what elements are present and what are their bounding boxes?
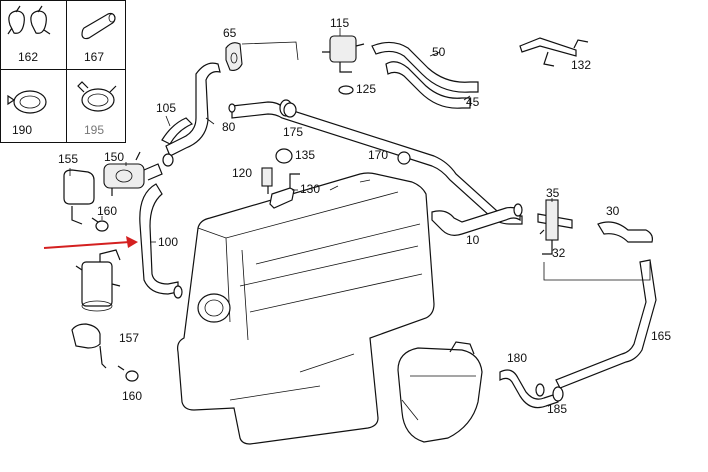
hose-10-drawing — [431, 206, 521, 236]
part-label-165: 165 — [651, 329, 672, 343]
bracket-132-drawing — [519, 37, 589, 67]
bracket-65-drawing — [225, 41, 299, 71]
part-label-132: 132 — [571, 58, 592, 72]
hose-clamp-195-icon — [77, 81, 117, 112]
legend-label-195: 195 — [84, 123, 105, 137]
part-label-155: 155 — [58, 152, 79, 166]
hose-80-drawing — [165, 62, 221, 157]
bracket-130-drawing — [269, 173, 300, 209]
fitting-170-drawing — [397, 151, 411, 165]
part-label-105: 105 — [156, 101, 177, 115]
bracket-155-drawing — [63, 169, 95, 225]
legend-cell-167 — [66, 0, 126, 71]
part-label-80: 80 — [222, 120, 236, 134]
fitting-175-drawing — [283, 102, 297, 118]
part-label-130: 130 — [300, 182, 321, 196]
legend-label-190: 190 — [12, 123, 33, 137]
hose-clamp-190-icon — [7, 90, 47, 114]
valve-115-drawing — [322, 35, 365, 95]
part-label-185: 185 — [547, 402, 568, 416]
part-label-157: 157 — [119, 331, 140, 345]
legend-label-167: 167 — [84, 50, 105, 64]
part-label-65: 65 — [223, 26, 237, 40]
bracket-157-drawing — [71, 323, 139, 382]
part-label-180: 180 — [507, 351, 528, 365]
hose-30-drawing — [597, 221, 653, 243]
part-label-150: 150 — [104, 150, 125, 164]
part-label-32: 32 — [552, 246, 566, 260]
part-label-10: 10 — [466, 233, 480, 247]
part-label-135: 135 — [295, 148, 316, 162]
pipe-165-drawing — [555, 259, 657, 389]
screw-160a-drawing — [91, 217, 109, 232]
part-label-175: 175 — [283, 125, 304, 139]
fitting-135-drawing — [275, 148, 293, 164]
part-label-160a: 160 — [97, 204, 118, 218]
part-label-45: 45 — [466, 95, 480, 109]
part-label-35: 35 — [546, 186, 560, 200]
pump-150-drawing — [103, 151, 163, 196]
part-label-125: 125 — [356, 82, 377, 96]
hose-clamp-162-icon — [7, 5, 51, 35]
reservoir-drawing — [397, 341, 483, 443]
leader-80 — [205, 117, 215, 125]
part-label-115: 115 — [330, 16, 350, 30]
hose-50-45-drawing — [371, 41, 479, 109]
leader-45 — [463, 95, 471, 101]
leader-50 — [429, 51, 441, 57]
part-label-170: 170 — [368, 148, 389, 162]
part-label-30: 30 — [606, 204, 620, 218]
legend-label-162: 162 — [18, 50, 39, 64]
hose-105-drawing — [161, 117, 194, 145]
auxiliary-pump-drawing — [75, 249, 121, 312]
engine-block-drawing — [177, 172, 435, 445]
part-label-100: 100 — [158, 235, 179, 249]
part-label-50: 50 — [432, 45, 446, 59]
red-arrow-icon — [43, 236, 138, 249]
part-label-120: 120 — [232, 166, 253, 180]
sensor-120-drawing — [261, 167, 273, 194]
hose-sleeve-167-icon — [81, 12, 116, 40]
part-label-160b: 160 — [122, 389, 143, 403]
bracket-leader-32 — [543, 262, 651, 281]
hose-180-185-drawing — [499, 369, 564, 409]
hose-100-drawing — [139, 183, 183, 299]
leader-105 — [165, 115, 171, 127]
